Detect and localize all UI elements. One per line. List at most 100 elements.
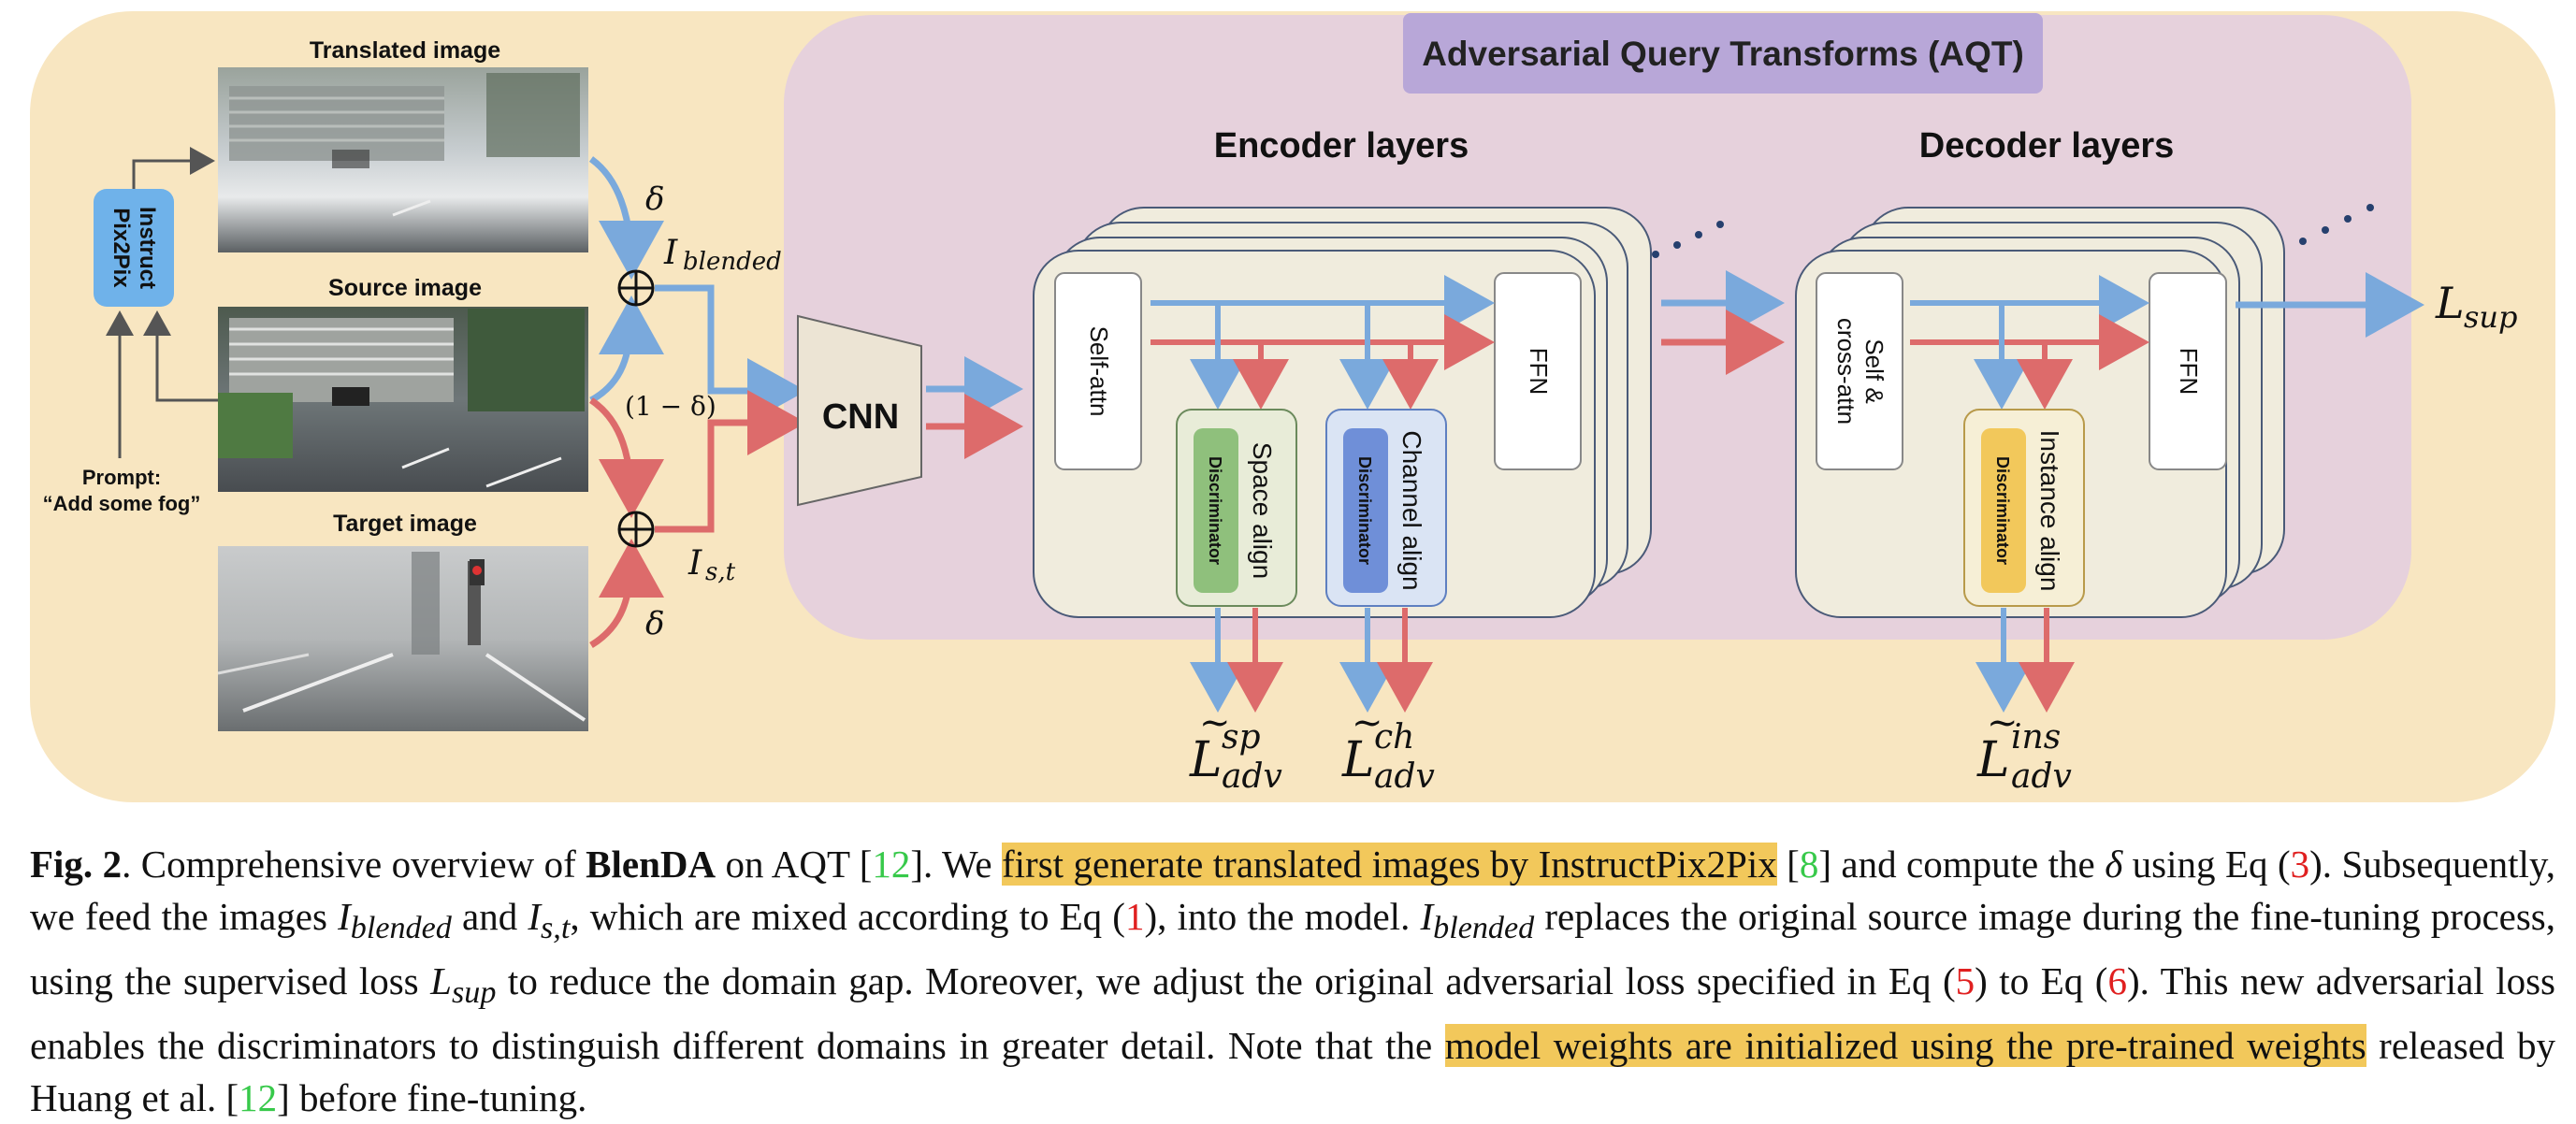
prompt-text: “Add some fog” (43, 492, 201, 515)
space-align-label: Space align (1248, 442, 1277, 579)
caption-text: using Eq ( (2122, 843, 2291, 886)
space-discriminator-label: Discriminator (1206, 456, 1224, 565)
blenda-overview-figure: Adversarial Query Transforms (AQT) Trans… (30, 11, 2555, 802)
citation-link[interactable]: 12 (239, 1076, 278, 1120)
svg-text:sup: sup (2464, 299, 2518, 335)
oplus-top (617, 269, 655, 307)
instance-discriminator-box (1981, 428, 2026, 593)
svg-text:ch: ch (1374, 718, 1414, 757)
citation-link[interactable]: 12 (872, 843, 911, 886)
caption-text: ] and compute the (1818, 843, 2106, 886)
svg-text:adv: adv (1374, 757, 1435, 796)
caption-math: δ (2105, 843, 2123, 886)
instance-align-label: Instance align (2035, 430, 2064, 592)
aqt-title: Adversarial Query Transforms (AQT) (1422, 35, 2024, 73)
decoder-flow-arrows (1910, 275, 2149, 410)
svg-text:adv: adv (1222, 757, 1282, 796)
caption-highlight: first generate translated images by Inst… (1002, 843, 1777, 886)
caption-text: [ (1776, 843, 1800, 886)
svg-text:L: L (1341, 732, 1375, 788)
self-attn-box (1054, 272, 1142, 470)
source-image-label: Source image (328, 275, 482, 301)
encoder-loss-arrows (1190, 608, 1433, 713)
aqt-title-box (1403, 13, 2043, 94)
ffn-dec-box (2149, 272, 2227, 470)
cnn-output-arrows (926, 356, 1023, 459)
space-discriminator-box (1194, 428, 1238, 593)
svg-text:~: ~ (1987, 701, 2019, 744)
ffn-dec-label: FFN (2175, 348, 2203, 396)
caption-math: Iblended (1420, 895, 1535, 946)
l-sup-label: L sup (2435, 278, 2518, 335)
equation-link[interactable]: 6 (2107, 959, 2127, 1003)
svg-text:blended: blended (683, 248, 782, 276)
svg-text:I: I (663, 234, 678, 272)
svg-text:adv: adv (2011, 757, 2072, 796)
decoder-title: Decoder layers (1919, 126, 2175, 166)
delta-top: δ (645, 180, 664, 218)
i-blended-label: I blended (663, 234, 782, 276)
delta-bottom: δ (645, 605, 664, 642)
self-cross-attn-label-1: Self & (1860, 339, 1889, 403)
instruct-label: Instruct (135, 207, 160, 289)
caption-text: , which are mixed according to Eq ( (570, 895, 1125, 938)
source-image (218, 307, 588, 492)
prompt-label: Prompt: (82, 466, 161, 489)
caption-text: on AQT [ (716, 843, 873, 886)
channel-discriminator-label: Discriminator (1355, 456, 1374, 565)
caption-math: Lsup (430, 959, 497, 1011)
one-minus-delta: (1 − δ) (625, 391, 716, 422)
caption-text: replaces the original source image durin… (30, 895, 2556, 1003)
i-st-label: I s,t (687, 544, 736, 586)
blend-arrows (588, 156, 806, 648)
caption-highlight: model weights are initialized using the … (1444, 1024, 2366, 1068)
self-cross-attn-box (1816, 272, 1903, 470)
equation-link[interactable]: 5 (1955, 959, 1975, 1003)
svg-text:L: L (1189, 732, 1223, 788)
svg-text:s,t: s,t (705, 558, 736, 586)
citation-link[interactable]: 8 (1799, 843, 1819, 886)
cnn-label: CNN (822, 397, 899, 437)
decoder-loss-arrows (1975, 608, 2075, 713)
caption-method-name: BlenDA (586, 843, 716, 886)
l-adv-sp-label: ~ L sp adv (1189, 701, 1282, 796)
caption-math: Is,t (528, 895, 571, 946)
caption-text: to reduce the domain gap. Moreover, we a… (496, 959, 1956, 1003)
caption-text: . Comprehensive overview of (122, 843, 586, 886)
caption-text: and (451, 895, 528, 938)
equation-link[interactable]: 1 (1124, 895, 1145, 938)
caption-text: ] before fine-tuning. (277, 1076, 587, 1120)
encoder-dots (1652, 221, 1724, 258)
svg-text:~: ~ (1352, 701, 1383, 744)
svg-text:L: L (2435, 278, 2465, 328)
translated-image-label: Translated image (310, 37, 500, 64)
self-cross-attn-label-2: cross-attn (1832, 318, 1860, 425)
instance-discriminator-label: Discriminator (1993, 456, 2012, 565)
cnn-block (797, 314, 922, 507)
channel-discriminator-box (1343, 428, 1388, 593)
oplus-bottom (617, 511, 655, 548)
decoder-dots (2299, 204, 2374, 245)
svg-text:sp: sp (1222, 718, 1261, 757)
pix2pix-label: Pix2Pix (109, 208, 134, 288)
translated-image (218, 67, 588, 252)
target-image-label: Target image (333, 511, 477, 537)
self-attn-label: Self-attn (1085, 326, 1113, 417)
encoder-flow-arrows (1151, 275, 1495, 410)
figure-caption: Fig. 2. Comprehensive overview of BlenDA… (30, 838, 2555, 1124)
ffn-enc-box (1494, 272, 1582, 470)
caption-text: ). Subsequently, we feed the images (30, 843, 2555, 938)
target-image (217, 546, 588, 731)
l-adv-ch-label: ~ L ch adv (1341, 701, 1435, 796)
ffn-enc-label: FFN (1525, 348, 1553, 396)
caption-text: ). This new adversarial loss enables the… (30, 959, 2555, 1068)
channel-align-label: Channel align (1397, 430, 1426, 590)
equation-link[interactable]: 3 (2290, 843, 2310, 886)
caption-label: Fig. 2 (30, 843, 123, 886)
svg-text:I: I (687, 544, 702, 583)
caption-text: ), into the model. (1144, 895, 1421, 938)
instruct-pix2pix-box (94, 189, 174, 307)
instruct-arrows (106, 147, 218, 458)
caption-math: Iblended (338, 895, 452, 946)
l-adv-ins-label: ~ L ins adv (1976, 701, 2072, 796)
